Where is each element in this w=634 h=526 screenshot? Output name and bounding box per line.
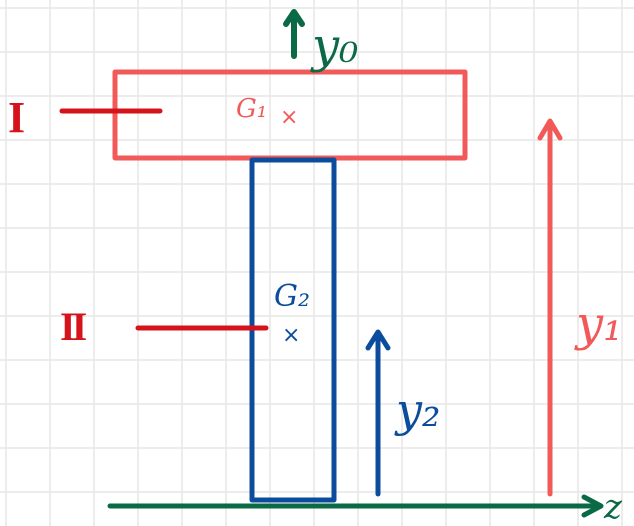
centroid-g2-label: G₂ <box>274 279 310 314</box>
y0-axis-arrow <box>283 9 305 59</box>
part-2-label: II <box>60 304 87 349</box>
y0-label: y₀ <box>310 18 358 74</box>
y2-label: y₂ <box>394 383 440 437</box>
y1-label: y₁ <box>574 296 622 352</box>
centroid-g1-label: G₁ <box>236 94 267 124</box>
arrow-right-icon <box>581 494 604 518</box>
centroid-g2-marker: × <box>282 323 300 348</box>
arrow-up-icon <box>365 329 391 351</box>
part-1-label: I <box>8 93 25 142</box>
arrow-up-icon <box>283 9 305 27</box>
arrow-up-icon <box>537 118 563 141</box>
y1-distance-arrow <box>537 118 563 497</box>
z-axis <box>107 494 604 518</box>
y2-distance-arrow <box>365 329 391 497</box>
z-axis-label: z <box>603 487 623 526</box>
centroid-g1-marker: × <box>280 105 298 130</box>
